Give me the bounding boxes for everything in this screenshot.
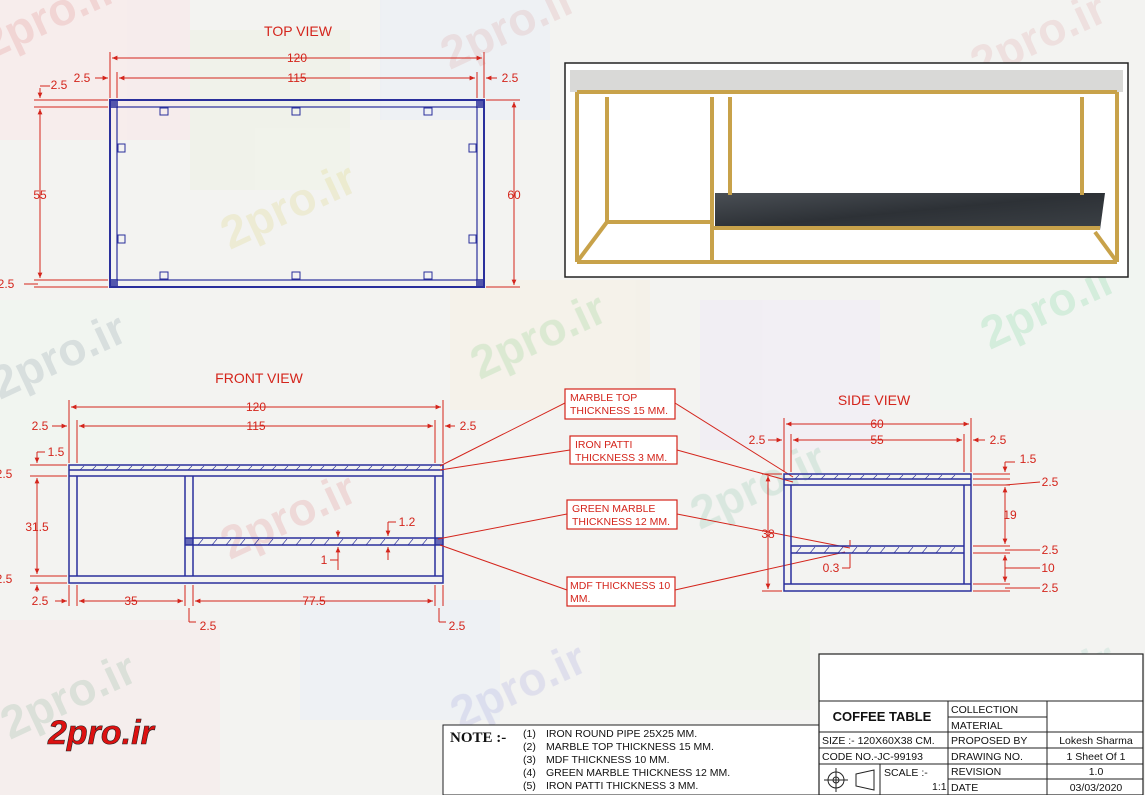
top-dim-top: 2.5	[51, 78, 68, 92]
note-3-num: (3)	[523, 754, 536, 766]
notes-heading: NOTE :-	[450, 730, 506, 746]
title-block-material: MATERIAL	[951, 720, 1003, 732]
top-dim-60: 60	[507, 188, 521, 202]
front-dim-115: 115	[246, 419, 265, 433]
side-dim-height: 38	[761, 527, 775, 541]
callout-marble-top-2: THICKNESS 15 MM.	[570, 405, 668, 417]
front-dim-35: 35	[124, 594, 138, 608]
title-block: COFFEE TABLE SIZE :- 120X60X38 CM. CODE …	[818, 653, 1144, 795]
side-view-title: SIDE VIEW	[838, 392, 911, 408]
front-dim-height: 31.5	[25, 520, 49, 534]
title-block-name: COFFEE TABLE	[833, 709, 932, 724]
front-dim-120: 120	[246, 400, 266, 414]
front-dim-right-top: 2.5	[460, 419, 477, 433]
title-block-drawing-label: DRAWING NO.	[951, 751, 1023, 763]
title-block-code: CODE NO.-JC-99193	[822, 751, 923, 763]
side-dim-right: 2.5	[990, 433, 1007, 447]
title-block-proposed-label: PROPOSED BY	[951, 735, 1027, 747]
front-dim-775: 77.5	[302, 594, 326, 608]
note-1-num: (1)	[523, 728, 536, 740]
callout-marble-top-1: MARBLE TOP	[570, 392, 637, 404]
side-dim-shelf-band: 2.5	[1042, 543, 1059, 557]
front-dim-top-band: 2.5	[0, 467, 13, 481]
side-dim-mid: 19	[1003, 508, 1017, 522]
top-dim-left: 2.5	[74, 71, 91, 85]
title-block-revision: 1.0	[1089, 766, 1104, 778]
front-dim-bottom-left: 2.5	[32, 594, 49, 608]
top-view-inner-outline	[116, 106, 478, 281]
front-dim-shelf-thk: 1	[321, 553, 328, 567]
side-dim-top-band: 2.5	[1042, 475, 1059, 489]
title-block-proposed: Lokesh Sharma	[1059, 735, 1133, 747]
site-logo: 2pro.ir	[47, 714, 156, 753]
callout-iron-patti-1: IRON PATTI	[575, 439, 632, 451]
front-dim-top-thk: 1.5	[48, 445, 65, 459]
front-view: FRONT VIEW	[0, 370, 477, 633]
callout-green-marble-1: GREEN MARBLE	[572, 503, 655, 515]
notes-box: NOTE :- (1) IRON ROUND PIPE 25X25 MM. (2…	[442, 724, 820, 795]
title-block-date-label: DATE	[951, 782, 978, 794]
top-view-title: TOP VIEW	[264, 23, 333, 39]
title-block-scale-label: SCALE :-	[884, 767, 928, 779]
top-dim-55: 55	[33, 188, 47, 202]
side-dim-top-thk: 1.5	[1020, 452, 1037, 466]
note-5-num: (5)	[523, 780, 536, 792]
side-dim-left: 2.5	[749, 433, 766, 447]
side-dim-lower: 10	[1041, 561, 1055, 575]
callout-mdf-2: MM.	[570, 593, 590, 605]
title-block-size: SIZE :- 120X60X38 CM.	[822, 735, 935, 747]
product-photo	[564, 62, 1129, 278]
side-dim-55: 55	[870, 433, 884, 447]
title-block-collection: COLLECTION	[951, 704, 1018, 716]
note-2-text: MARBLE TOP THICKNESS 15 MM.	[546, 741, 714, 753]
front-dim-post-mid: 2.5	[200, 619, 217, 633]
top-view-clips	[117, 107, 477, 280]
note-3-text: MDF THICKNESS 10 MM.	[546, 754, 670, 766]
top-dim-115: 115	[287, 71, 306, 85]
top-view-outline	[109, 99, 485, 288]
front-dim-post-right: 2.5	[449, 619, 466, 633]
top-dim-bottom: 2.5	[0, 277, 15, 291]
top-dim-120: 120	[287, 51, 307, 65]
side-view: SIDE VIEW	[749, 392, 1059, 595]
side-dim-bottom-band: 2.5	[1042, 581, 1059, 595]
logo-text: 2pro.ir	[47, 714, 156, 752]
top-view: TOP VIEW	[0, 23, 521, 291]
projection-symbol-icon	[824, 768, 875, 792]
note-2-num: (2)	[523, 741, 536, 753]
front-dim-left-top: 2.5	[32, 419, 49, 433]
callout-iron-patti-2: THICKNESS 3 MM.	[575, 452, 667, 464]
note-4-num: (4)	[523, 767, 536, 779]
note-5-text: IRON PATTI THICKNESS 3 MM.	[546, 780, 698, 792]
top-dim-right: 2.5	[502, 71, 519, 85]
callouts: MARBLE TOP THICKNESS 15 MM. IRON PATTI T…	[437, 388, 851, 607]
front-view-title: FRONT VIEW	[215, 370, 303, 386]
title-block-revision-label: REVISION	[951, 766, 1001, 778]
title-block-scale-value: 1:1	[932, 781, 947, 793]
side-dim-60: 60	[870, 417, 884, 431]
callout-mdf-1: MDF THICKNESS 10	[570, 580, 670, 592]
callout-green-marble-2: THICKNESS 12 MM.	[572, 516, 670, 528]
side-dim-gap: 0.3	[823, 561, 840, 575]
note-1-text: IRON ROUND PIPE 25X25 MM.	[546, 728, 697, 740]
front-dim-shelf-gap: 1.2	[399, 515, 416, 529]
front-dim-bottom-band: 2.5	[0, 572, 13, 586]
svg-text:2pro.ir: 2pro.ir	[212, 461, 364, 569]
title-block-date: 03/03/2020	[1070, 782, 1123, 794]
title-block-drawing: 1 Sheet Of 1	[1067, 751, 1126, 763]
note-4-text: GREEN MARBLE THICKNESS 12 MM.	[546, 767, 730, 779]
